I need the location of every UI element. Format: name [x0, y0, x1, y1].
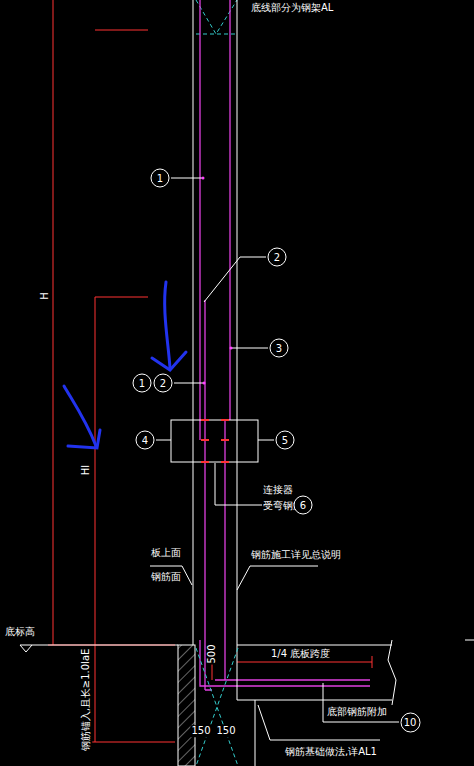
callout-circle: 1	[150, 168, 170, 188]
callout-number: 6	[300, 500, 306, 511]
note-label: 钢筋基础做法,详AL1	[284, 746, 378, 758]
callout-circle: 3	[269, 338, 289, 358]
callout-circle: 1	[132, 373, 152, 393]
note-label: 钢筋施工详见总说明	[250, 549, 342, 561]
callout-circle: 2	[153, 373, 173, 393]
note-label: Hl	[80, 464, 92, 476]
callout-number: 2	[160, 378, 166, 389]
dimension-line	[48, 0, 372, 742]
note-label: 钢筋锚入,且长≥1.0laE	[80, 648, 92, 753]
note-label: H	[39, 291, 51, 301]
break-mark	[196, 0, 237, 34]
callout-circle: 5	[275, 430, 295, 450]
callout-number: 2	[274, 252, 280, 263]
callout-number: 5	[282, 435, 288, 446]
callout-number: 3	[276, 343, 282, 354]
note-label: 板上面	[150, 547, 182, 559]
foundation-wall	[178, 645, 195, 766]
note-label: 500	[206, 643, 218, 664]
coupler-mark	[201, 420, 229, 462]
note-label: 底部钢筋附加	[326, 706, 388, 718]
splice-box	[171, 420, 258, 462]
callout-number: 4	[142, 435, 148, 446]
foundation-outline	[20, 640, 474, 766]
note-label: 150	[190, 725, 211, 737]
callout-number: 10	[404, 717, 417, 728]
column-outline	[193, 0, 237, 645]
note-label: 底线部分为钢架AL	[250, 2, 334, 14]
callout-circle: 2	[267, 247, 287, 267]
callout-circle: 10	[400, 712, 421, 733]
note-label: 钢筋面	[150, 571, 182, 583]
leader-dot	[202, 177, 233, 385]
note-label: 底标高	[4, 626, 36, 638]
callout-circle: 4	[135, 430, 155, 450]
rebar	[200, 0, 370, 690]
note-label: 150	[215, 725, 236, 737]
callout-number: 1	[157, 173, 163, 184]
hand-arrow	[64, 282, 186, 448]
note-label: 连接器	[262, 484, 294, 496]
break-mark	[196, 648, 238, 766]
callout-number: 1	[139, 378, 145, 389]
leader-line	[150, 178, 399, 740]
note-label: 1/4 底板跨度	[270, 648, 331, 660]
callout-circle: 6	[293, 495, 313, 515]
